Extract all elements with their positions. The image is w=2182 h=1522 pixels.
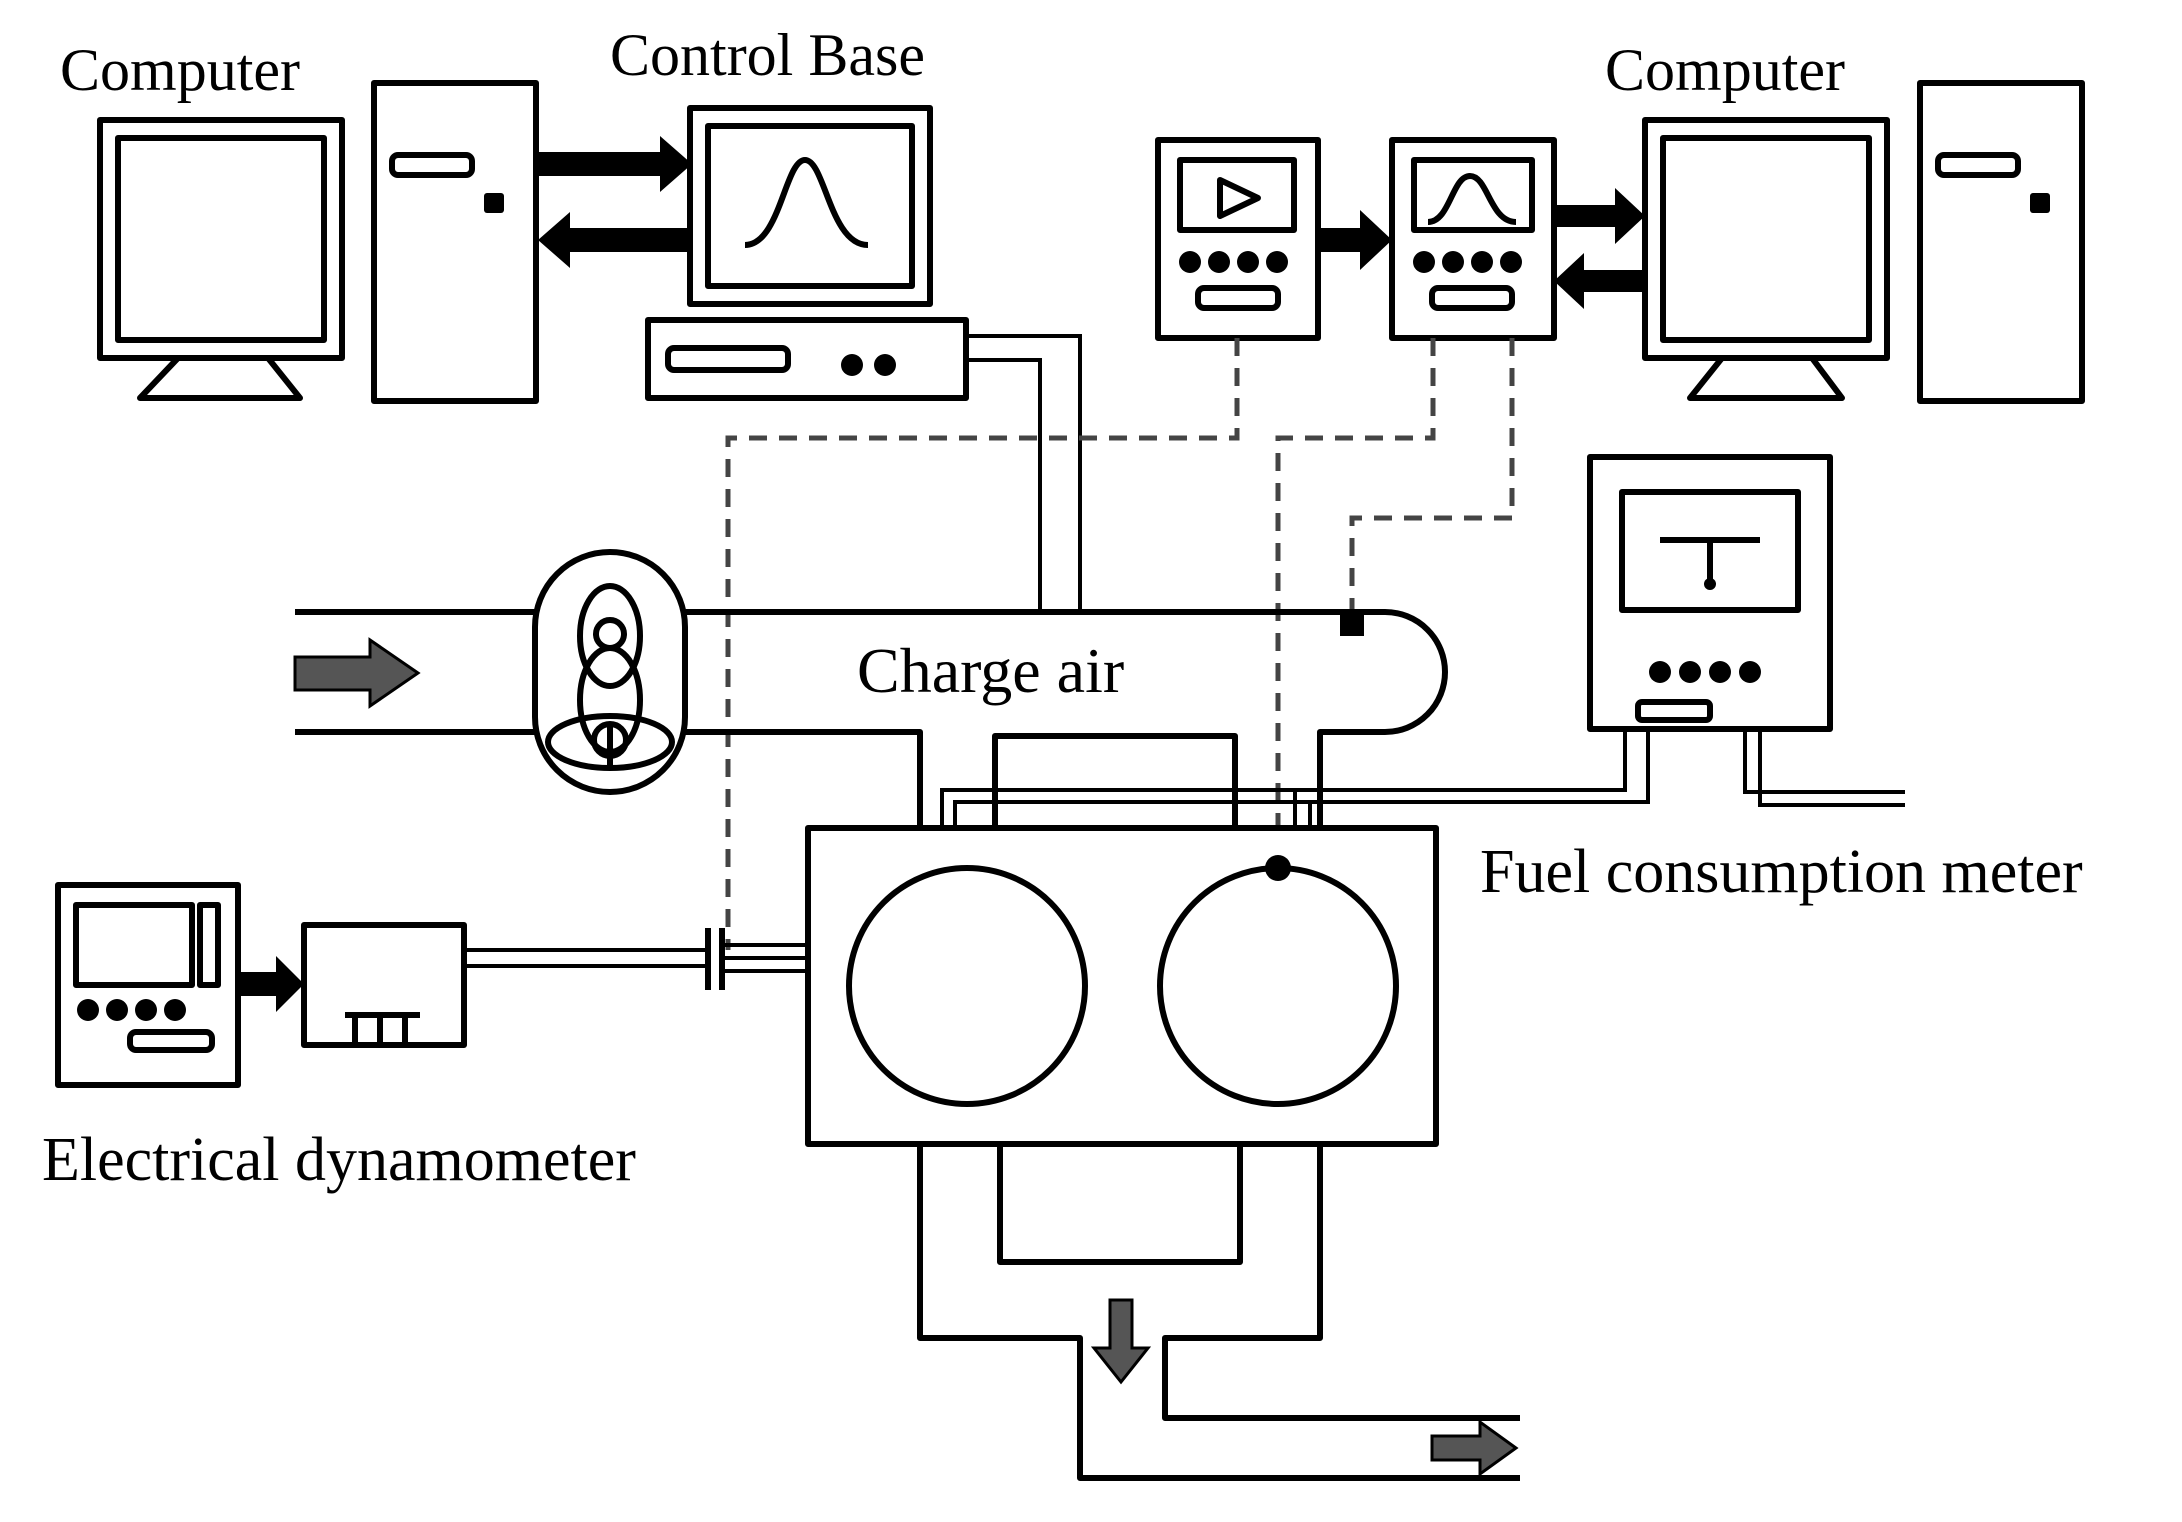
computer-control-base-arrows <box>538 136 692 268</box>
device-to-device-arrow <box>1318 210 1392 270</box>
control-base-label: Control Base <box>610 22 925 88</box>
play-icon <box>1217 177 1261 219</box>
electrical-dynamometer <box>55 882 241 1088</box>
computer-right <box>1642 80 2085 404</box>
flow-arrow-icon <box>293 637 421 709</box>
signal-device-1 <box>1155 137 1321 341</box>
cylinder-sensor <box>1265 855 1291 881</box>
computer-left-stand <box>137 355 303 401</box>
computer-left <box>97 80 539 404</box>
control-base <box>645 105 969 401</box>
control-base-unit <box>645 317 969 401</box>
fuel-lines <box>940 729 1905 828</box>
signal-device-2 <box>1389 137 1557 341</box>
pulse-wave-icon-small <box>1427 173 1517 225</box>
exhaust-out-arrow-icon <box>1430 1419 1519 1477</box>
turbocharger <box>532 549 688 795</box>
computer-right-stand <box>1687 355 1845 401</box>
signal-lines <box>725 338 1515 950</box>
fuel-consumption-meter-label: Fuel consumption meter <box>1480 838 2083 906</box>
control-base-cable <box>966 334 1082 612</box>
computer-right-tower <box>1917 80 2085 404</box>
device-computer-arrows <box>1554 188 1645 309</box>
computer-right-label: Computer <box>1605 37 1845 103</box>
dynamometer-arrow <box>238 956 304 1012</box>
computer-right-monitor <box>1642 117 1890 361</box>
exhaust-down-arrow-icon <box>1090 1298 1152 1385</box>
computer-left-tower <box>371 80 539 404</box>
gauge-icon <box>1660 537 1760 582</box>
electrical-dynamometer-label: Electrical dynamometer <box>42 1126 636 1194</box>
pulse-wave-icon <box>744 157 869 248</box>
computer-left-monitor <box>97 117 345 361</box>
computer-left-label: Computer <box>60 37 300 103</box>
engine-block <box>805 825 1439 1147</box>
cylinder-1 <box>846 865 1088 1107</box>
exhaust-system <box>917 1144 1520 1481</box>
dynamometer-shaft <box>464 928 808 990</box>
dynamometer-unit <box>301 922 467 1048</box>
charge-air-pipe <box>295 609 1448 828</box>
charge-air-label: Charge air <box>857 635 1124 706</box>
control-base-monitor <box>687 105 933 307</box>
charge-air-sensor <box>1340 614 1364 636</box>
fuel-consumption-meter <box>1587 454 1833 732</box>
